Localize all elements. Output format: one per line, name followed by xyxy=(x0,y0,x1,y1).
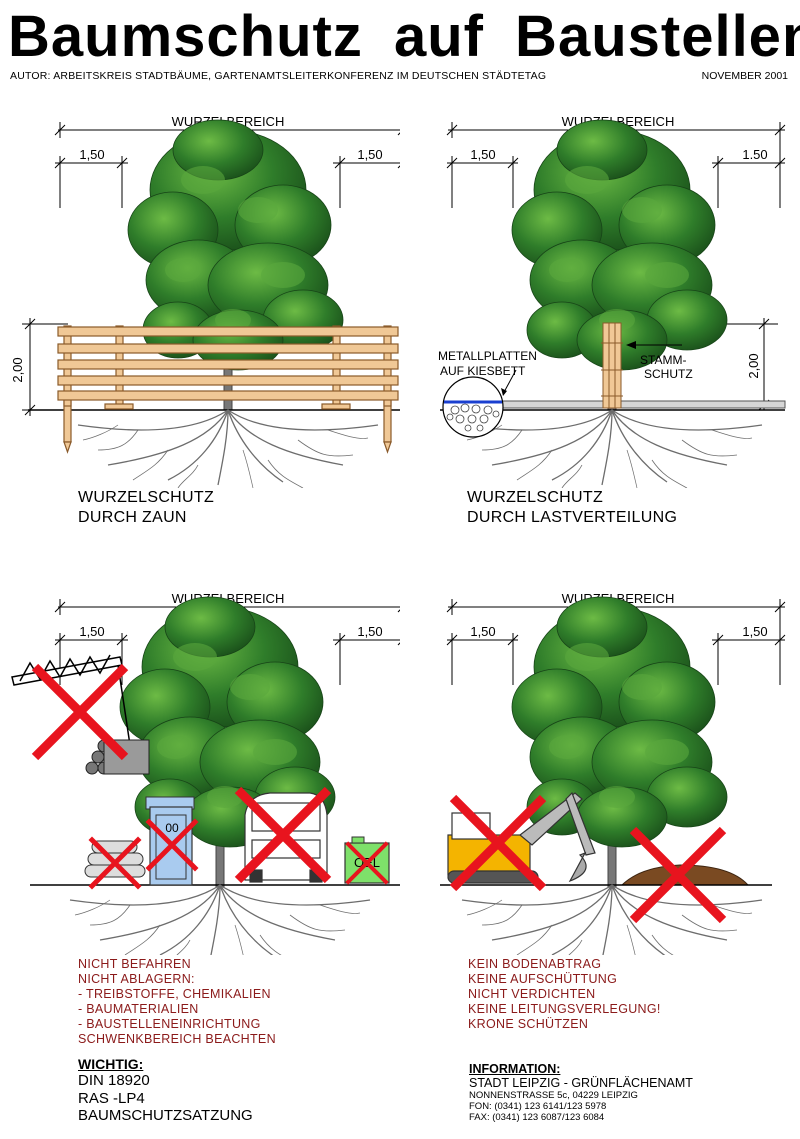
caption-fence: WURZELSCHUTZ DURCH ZAUN xyxy=(78,489,215,526)
label-gravel-bed: AUF KIESBETT xyxy=(440,364,526,378)
stem-protection-icon xyxy=(601,322,623,409)
page-title: Baumschutz auf Baustellen xyxy=(8,4,800,69)
information-fax: FAX: (0341) 123 6087/123 6084 xyxy=(469,1112,605,1123)
label-metal-plates: METALLPLATTEN xyxy=(438,349,537,363)
dim-label-right: 1.50 xyxy=(742,147,767,162)
roots-icon xyxy=(77,409,379,488)
author-line: AUTOR: ARBEITSKREIS STADTBÄUME, GARTENAM… xyxy=(10,70,547,82)
information-office: STADT LEIPZIG - GRÜNFLÄCHENAMT xyxy=(469,1076,693,1090)
roots-icon xyxy=(461,409,763,488)
roots-icon xyxy=(69,884,371,955)
panel-fence: WURZELBEREICH 1,50 1,50 2,00 xyxy=(10,114,400,488)
important-block: WICHTIG: DIN 18920 RAS -LP4 BAUMSCHUTZSA… xyxy=(78,1056,253,1125)
soil-mound-icon xyxy=(620,864,750,886)
panel-load-distribution: WURZELBEREICH 1,50 1.50 2,00 METALLPLATT… xyxy=(438,114,786,488)
panel-prohibitions-storage: WURZELBEREICH 1,50 1,50 00 xyxy=(11,591,400,955)
dim-label-left: 1,50 xyxy=(79,147,104,162)
dim-label-height: 2,00 xyxy=(10,357,25,382)
important-line: BAUMSCHUTZSATZUNG xyxy=(78,1107,253,1124)
tree-icon xyxy=(511,596,728,888)
cross-crane xyxy=(35,667,125,757)
notes-right: KEIN BODENABTRAG KEINE AUFSCHÜTTUNG NICH… xyxy=(468,957,661,1031)
important-line: RAS -LP4 xyxy=(78,1089,145,1107)
toilet-label: 00 xyxy=(165,821,179,835)
notes-left: NICHT BEFAHREN NICHT ABLAGERN: - TREIBST… xyxy=(78,957,276,1046)
important-heading: WICHTIG: xyxy=(78,1056,144,1072)
label-stem-2: SCHUTZ xyxy=(644,367,693,381)
leader-line xyxy=(502,369,517,395)
publication-date: NOVEMBER 2001 xyxy=(701,70,788,82)
label-stem-1: STAMM- xyxy=(640,353,686,367)
caption-load-distribution: WURZELSCHUTZ DURCH LASTVERTEILUNG xyxy=(467,489,678,526)
gravel-bed-detail xyxy=(442,376,504,438)
information-block: INFORMATION: STADT LEIPZIG - GRÜNFLÄCHEN… xyxy=(469,1062,693,1123)
dim-label-left: 1,50 xyxy=(470,624,495,639)
important-line: DIN 18920 xyxy=(78,1072,150,1089)
information-address: NONNENSTRASSE 5c, 04229 LEIPZIG xyxy=(469,1090,638,1101)
dim-label-right: 1,50 xyxy=(357,147,382,162)
metal-plates xyxy=(499,400,786,409)
dim-label-right: 1,50 xyxy=(357,624,382,639)
dim-label-height: 2,00 xyxy=(746,353,761,378)
panel-prohibitions-soil: WURZELBEREICH 1,50 1,50 xyxy=(440,591,786,955)
information-phone: FON: (0341) 123 6141/123 5978 xyxy=(469,1101,607,1112)
logs-icon xyxy=(84,840,146,878)
pipe-stack-icon xyxy=(85,739,150,775)
dim-label-right: 1,50 xyxy=(742,624,767,639)
fence-icon xyxy=(57,325,399,454)
dim-label-left: 1,50 xyxy=(470,147,495,162)
information-heading: INFORMATION: xyxy=(469,1062,561,1076)
dim-label-left: 1,50 xyxy=(79,624,104,639)
